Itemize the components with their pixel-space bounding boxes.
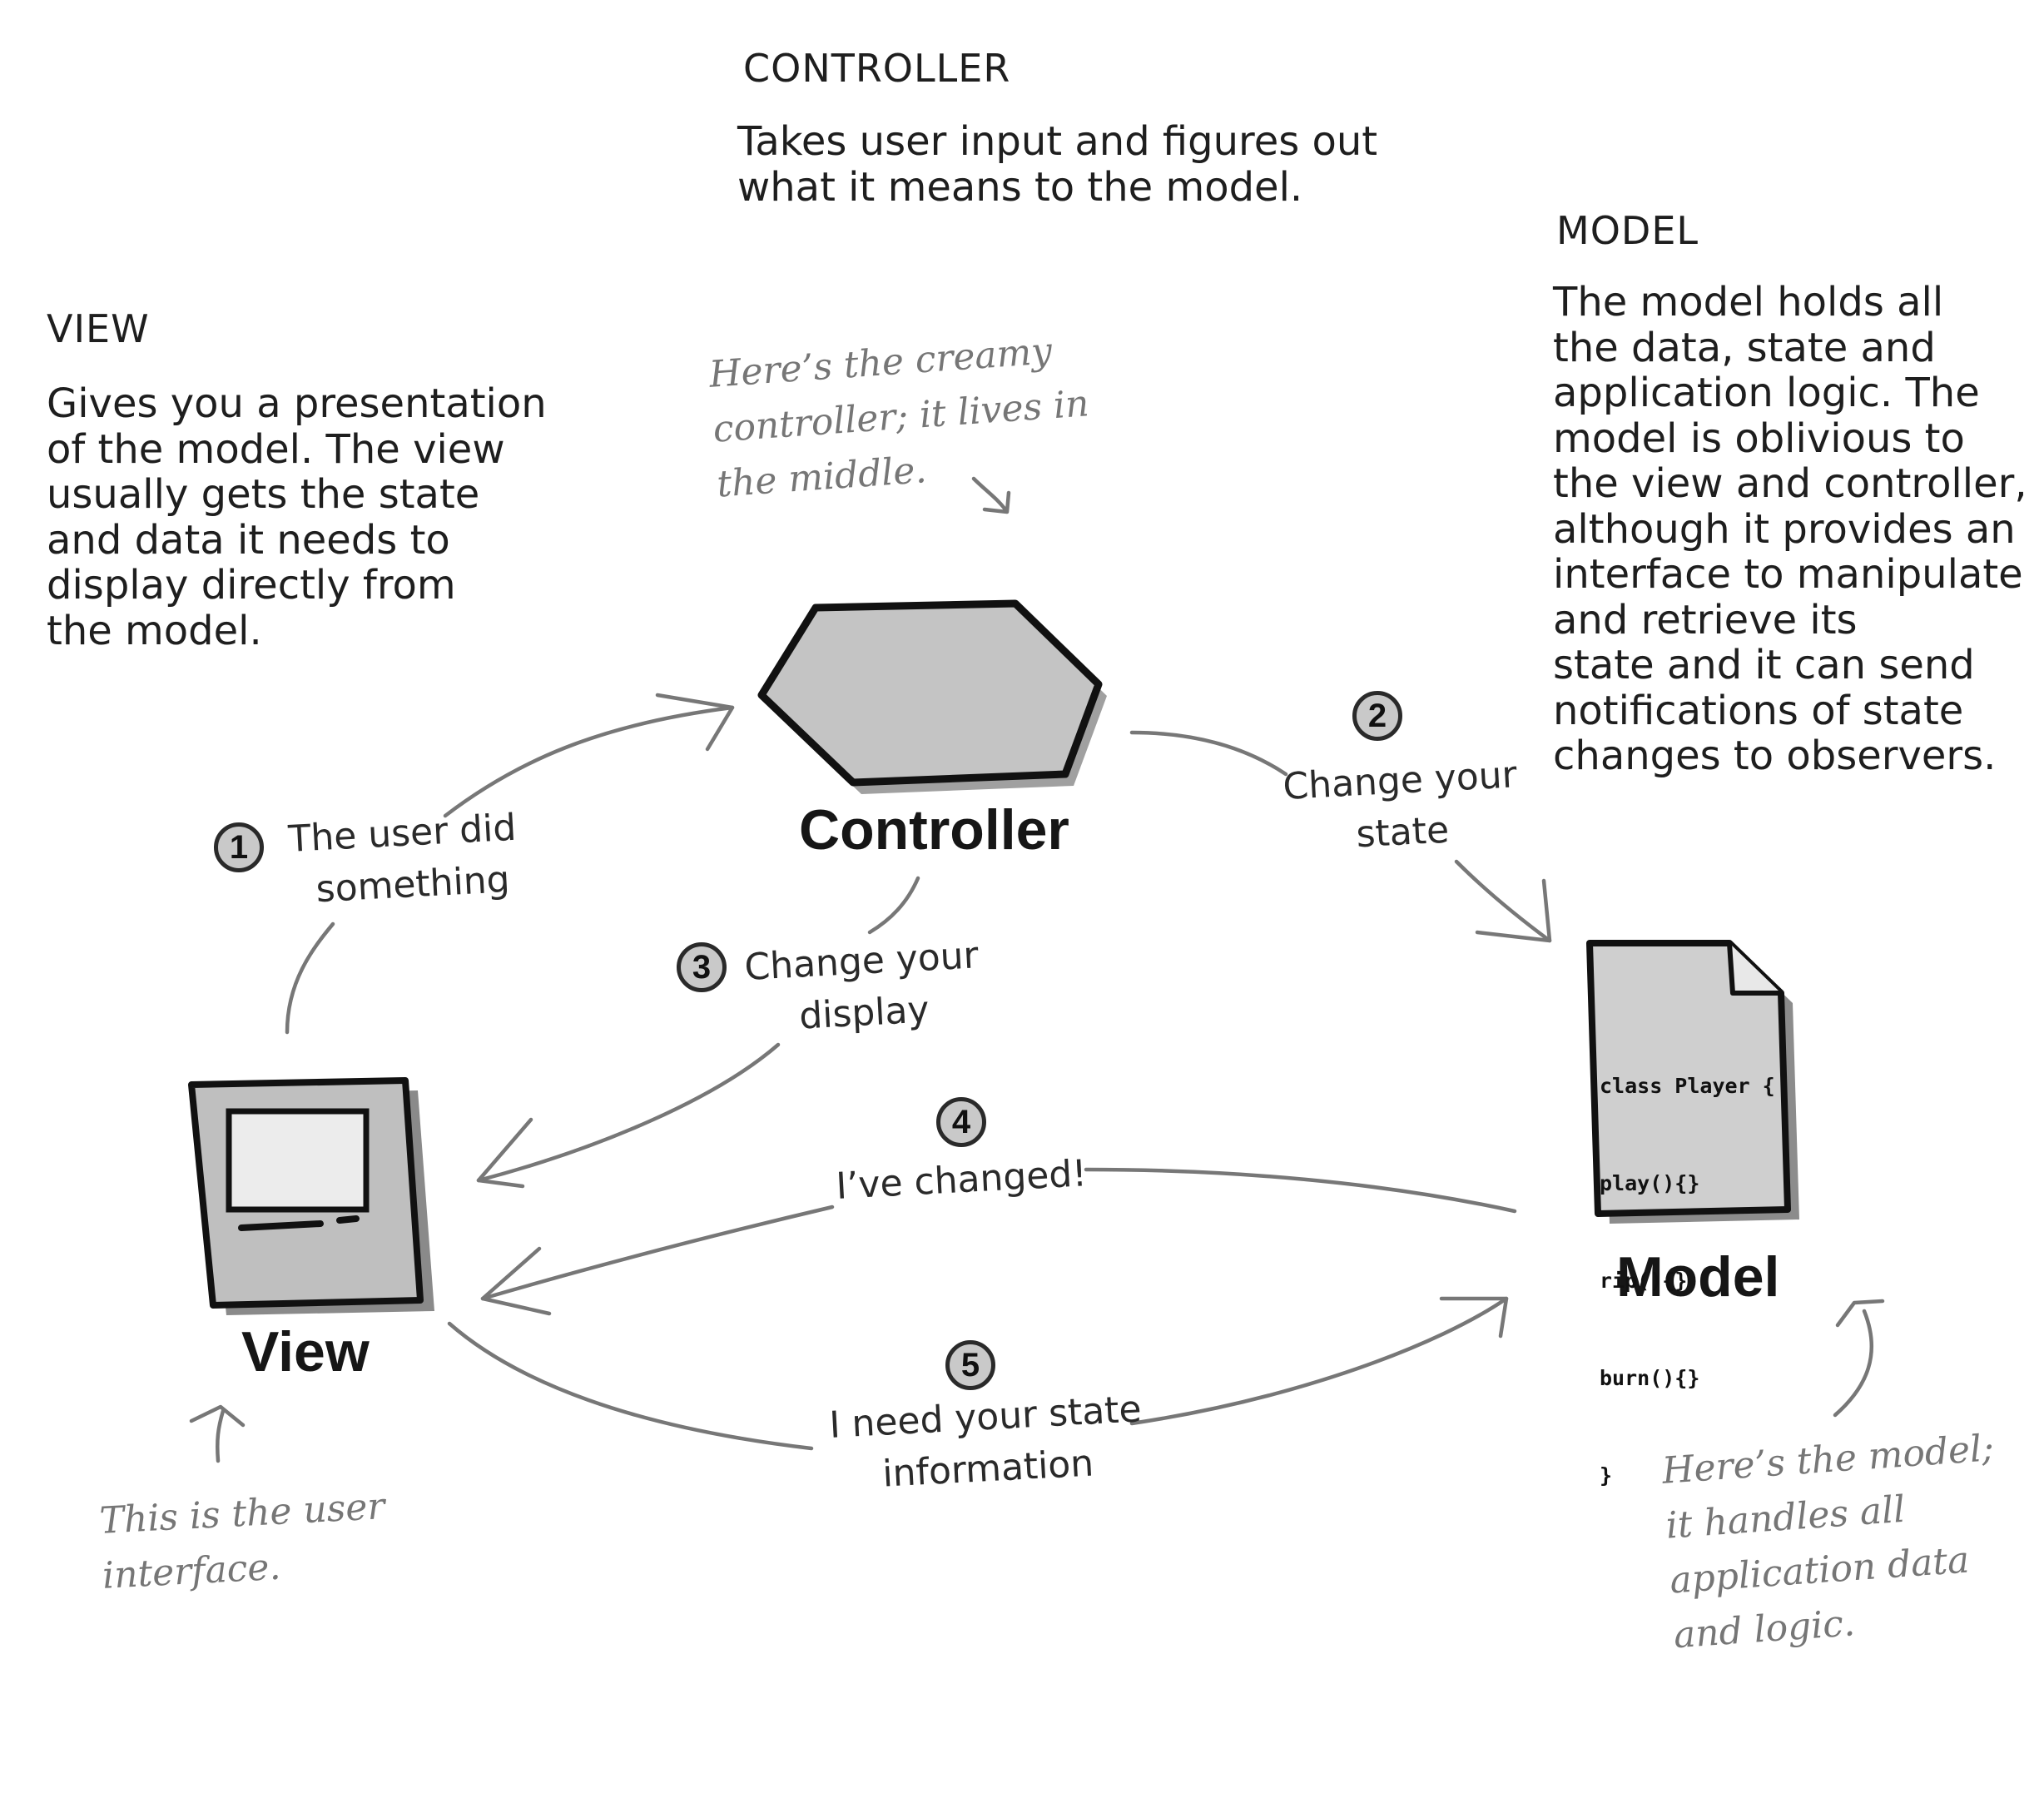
model-heading: MODEL [1556,208,1699,253]
arrow-ive-changed-head [480,1246,552,1316]
step-3-badge: 3 [677,942,727,992]
arrow-change-state-lower [1454,859,1552,943]
view-heading: VIEW [47,306,150,351]
step-5-badge: 5 [945,1340,995,1390]
controller-description: Takes user input and figures out what it… [737,118,1378,211]
step-1-badge: 1 [214,822,264,872]
model-description: The model holds all the data, state and … [1553,279,2027,779]
step-1-label: The user did something [287,806,518,911]
controller-label: Controller [799,798,1069,862]
view-annotation: This is the user interface. [98,1485,386,1597]
arrow-ive-changed-left [480,1205,835,1301]
arrow-need-state [447,1321,814,1451]
arrow-change-state-head [1475,878,1552,943]
controller-annotation: Here’s the creamy controller; it lives i… [707,330,1091,506]
arrow-user-did-something [285,921,335,1035]
arrow-change-display [867,876,920,935]
step-2-badge: 2 [1352,691,1402,741]
view-computer-icon [188,1077,434,1315]
step-4-badge: 4 [936,1097,986,1147]
arrow-ive-changed [1084,1167,1517,1214]
step-3-label: Change your display [743,934,980,1038]
view-label: View [241,1320,370,1383]
arrow-user-did-something-head [655,693,735,752]
arrow-need-state-head [1439,1296,1509,1339]
model-note-pointer [1833,1299,1885,1418]
controller-hexagon-icon [757,599,1107,794]
arrow-need-state-right [1129,1296,1509,1426]
arrow-change-state [1129,730,1288,777]
arrow-change-display-head [476,1117,533,1189]
model-document-icon [1586,940,1799,1224]
model-code-snippet: class Player { play(){} rip(){} burn(){}… [1600,1074,1775,1488]
controller-heading: CONTROLLER [743,46,1011,91]
step-5-label: I need your state information [828,1388,1143,1496]
step-2-label: Change your state [1282,753,1518,857]
model-label: Model [1616,1245,1780,1309]
arrow-user-did-something-upper [443,705,735,818]
view-description: Gives you a presentation of the model. T… [47,380,547,654]
view-note-pointer [189,1404,246,1463]
arrow-change-display-lower [476,1042,781,1183]
controller-note-pointer [971,476,1011,514]
